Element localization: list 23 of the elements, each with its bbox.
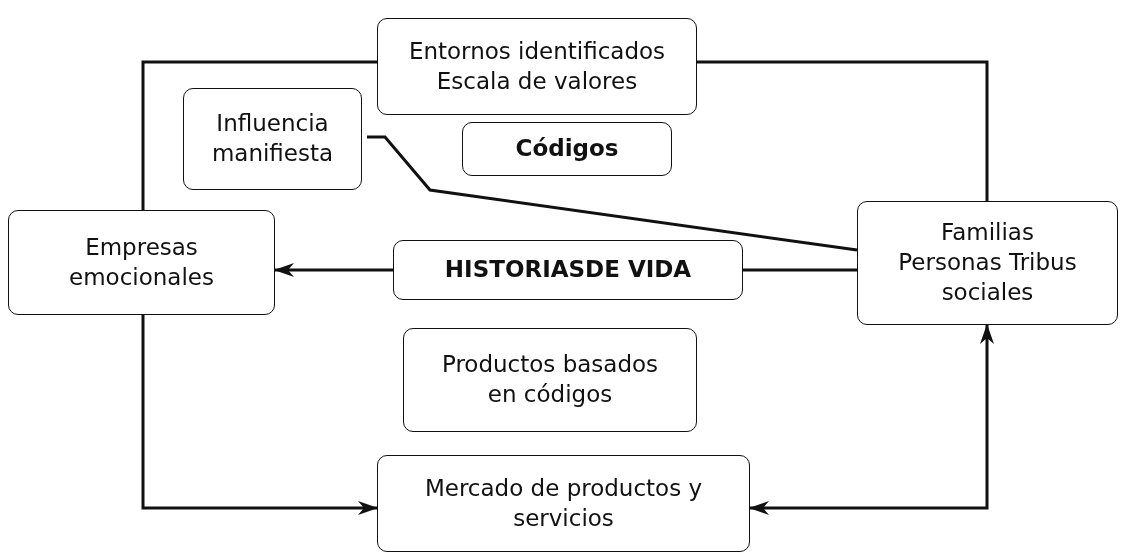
connector-line [697, 60, 989, 201]
box-label: Empresas emocionales [68, 232, 215, 292]
rounded-box [403, 328, 697, 432]
rounded-box [377, 455, 750, 552]
arrow [749, 324, 994, 515]
connector-line [141, 60, 377, 210]
box-label: Familias Personas Tribus sociales [897, 218, 1078, 307]
rounded-box [183, 88, 362, 190]
rounded-box [8, 210, 275, 315]
rounded-box [462, 122, 672, 176]
box-label: Mercado de productos y servicios [423, 473, 704, 533]
box-label: Códigos [514, 134, 620, 164]
rounded-box [393, 240, 743, 300]
connector-line [743, 268, 857, 272]
box-label: Productos basados en códigos [440, 350, 660, 409]
rounded-box [377, 18, 697, 115]
connector-line [367, 135, 858, 252]
arrow [141, 315, 378, 515]
box-label: HISTORIASDE VIDA [443, 255, 693, 285]
rounded-box [857, 201, 1118, 325]
arrow [274, 263, 393, 277]
box-label: Entornos identificados Escala de valores [407, 36, 667, 96]
box-label: Influencia manifiesta [210, 109, 335, 168]
